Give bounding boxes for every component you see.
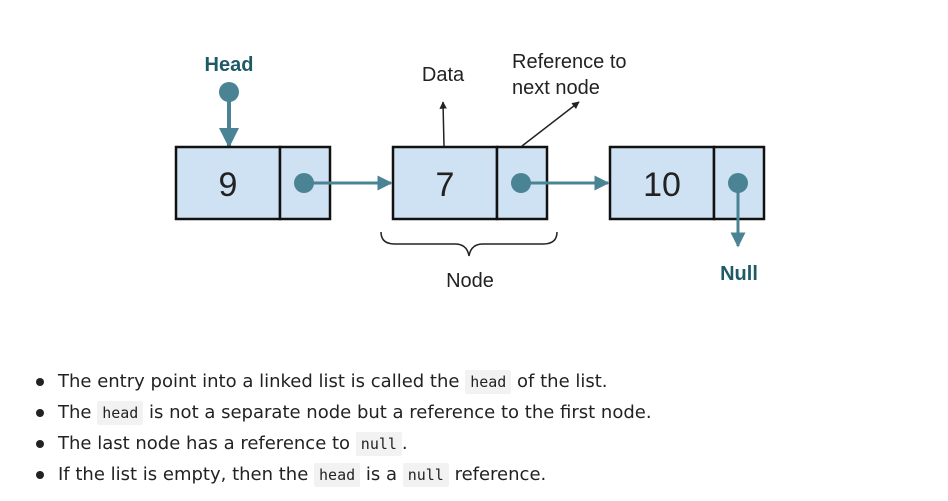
node-1-next-dot	[294, 173, 314, 193]
node-2-value: 7	[436, 166, 455, 204]
node-1-value: 9	[219, 166, 238, 204]
node-2-next-dot	[511, 173, 531, 193]
node-1: 9	[174, 145, 332, 221]
node-label: Node	[446, 270, 494, 292]
bullet-list: The entry point into a linked list is ca…	[33, 366, 933, 490]
bullet-item: The entry point into a linked list is ca…	[33, 366, 933, 397]
code-null: null	[402, 463, 449, 487]
bullet-item: If the list is empty, then the head is a…	[33, 459, 933, 490]
node-2: 7	[391, 145, 549, 221]
node-3-next-dot	[728, 173, 748, 193]
linked-list-diagram: Head 9 7 10 Null Data Reference to next …	[174, 51, 766, 292]
bullet-item: The head is not a separate node but a re…	[33, 397, 933, 428]
data-label: Data	[422, 64, 465, 86]
code-head: head	[314, 463, 361, 487]
node-3: 10	[608, 145, 766, 221]
head-pointer-dot	[219, 82, 239, 102]
code-head: head	[97, 401, 144, 425]
code-head: head	[465, 370, 512, 394]
code-null: null	[355, 432, 402, 456]
head-label: Head	[205, 54, 254, 76]
null-label: Null	[720, 263, 758, 285]
node-3-value: 10	[643, 166, 681, 204]
node-brace	[380, 231, 558, 257]
reference-label-line2: next node	[512, 77, 600, 99]
data-annotation-arrow	[439, 101, 447, 147]
reference-annotation-arrow	[521, 101, 580, 147]
reference-label-line1: Reference to	[512, 51, 627, 73]
bullet-item: The last node has a reference to null.	[33, 428, 933, 459]
